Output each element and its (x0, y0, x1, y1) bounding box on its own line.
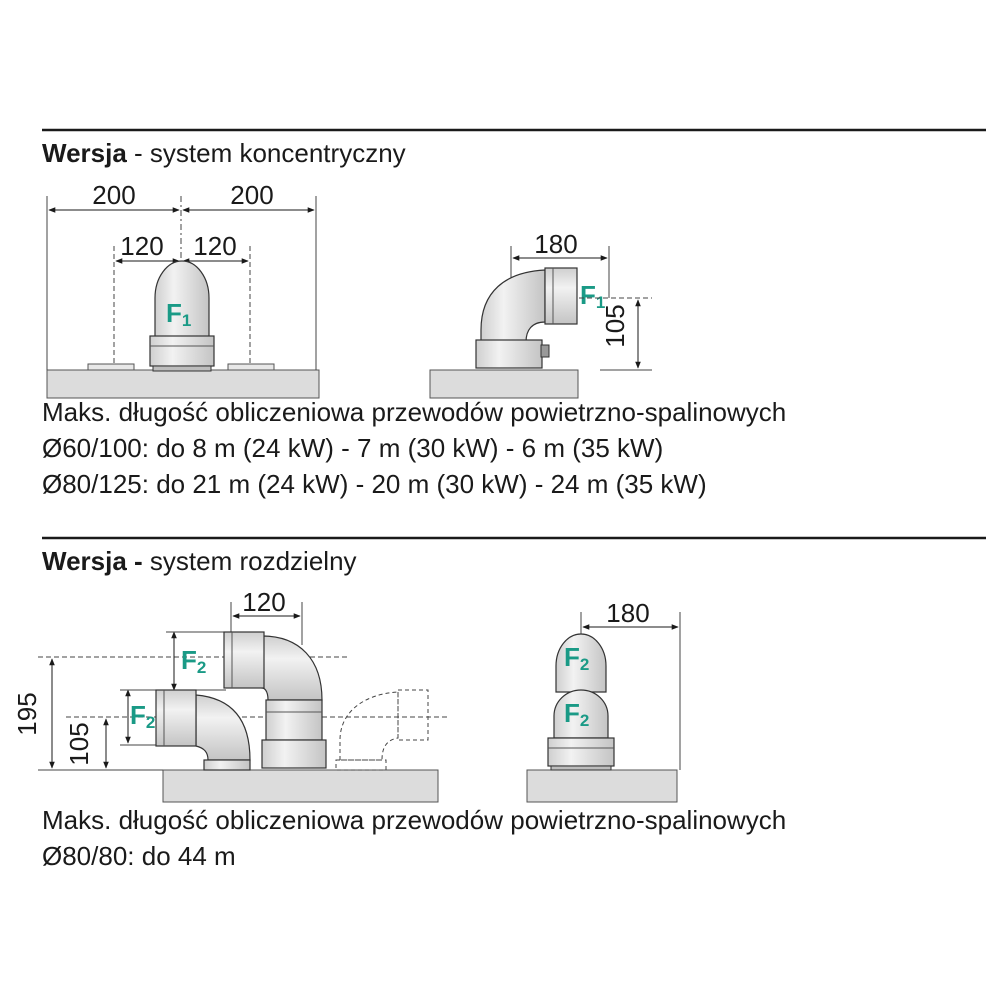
concentric-elbow (480, 269, 546, 343)
f2-label-side-upper: F2 (564, 642, 589, 674)
separate-lower-socket (155, 689, 197, 747)
concentric-side-diagram: 180 F1 105 (429, 229, 652, 399)
f1-label-side: F1 (580, 280, 605, 312)
section-heading-separate: Wersja - system rozdzielny (42, 546, 357, 576)
concentric-front-diagram: 200 200 120 120 F1 (46, 180, 320, 399)
text-line: Maks. długość obliczeniowa przewodów pow… (42, 805, 787, 835)
boiler-top (46, 369, 320, 399)
vent-slot-right (227, 363, 275, 371)
vent-slot-left (87, 363, 135, 371)
f2-label-lower: F2 (130, 700, 155, 732)
section-text-concentric: Maks. długość obliczeniowa przewodów pow… (42, 394, 786, 502)
dim-side-height: 105 (600, 304, 630, 347)
separate-lower-elbow (195, 694, 251, 761)
f2-label-side-lower: F2 (564, 698, 589, 730)
dim-separate-height-inner: 105 (64, 722, 94, 765)
f2-label-upper: F2 (181, 645, 206, 677)
text-line: Maks. długość obliczeniowa przewodów pow… (42, 397, 787, 427)
concentric-pipe-dome (154, 260, 210, 339)
separate-dashed-elbow (339, 691, 399, 761)
dim-side-width: 180 (534, 229, 577, 259)
boiler-top-side (429, 369, 579, 399)
separate-side-upper-dome (555, 633, 607, 693)
concentric-pipe-collar (149, 335, 215, 367)
boiler-top-separate (162, 769, 439, 803)
separate-upper-socket (223, 631, 265, 689)
f1-label-front: F1 (166, 298, 191, 330)
section-heading-concentric: Wersja - system koncentryczny (42, 138, 406, 168)
dim-separate-height-outer: 195 (12, 692, 42, 735)
section-text-separate: Maks. długość obliczeniowa przewodów pow… (42, 802, 786, 874)
separate-side-diagram: 180 F2 F2 (526, 598, 681, 803)
dim-concentric-right: 200 (230, 180, 273, 210)
boiler-top-separate-side (526, 769, 678, 803)
text-line: Ø60/100: do 8 m (24 kW) - 7 m (30 kW) - … (42, 433, 664, 463)
dim-separate-side-width: 180 (606, 598, 649, 628)
separate-front-diagram: 120 195 105 F2 F2 (12, 587, 450, 803)
dim-concentric-left: 200 (92, 180, 135, 210)
dim-concentric-inner-right: 120 (193, 231, 236, 261)
dim-separate-width: 120 (242, 587, 285, 617)
separate-side-lower-dome (553, 689, 609, 739)
separate-upper-elbow (261, 635, 323, 701)
concentric-elbow-socket (544, 267, 578, 325)
dim-concentric-inner-left: 120 (120, 231, 163, 261)
text-line: Ø80/125: do 21 m (24 kW) - 20 m (30 kW) … (42, 469, 707, 499)
concentric-elbow-collar (475, 339, 543, 369)
text-line: Ø80/80: do 44 m (42, 841, 236, 871)
